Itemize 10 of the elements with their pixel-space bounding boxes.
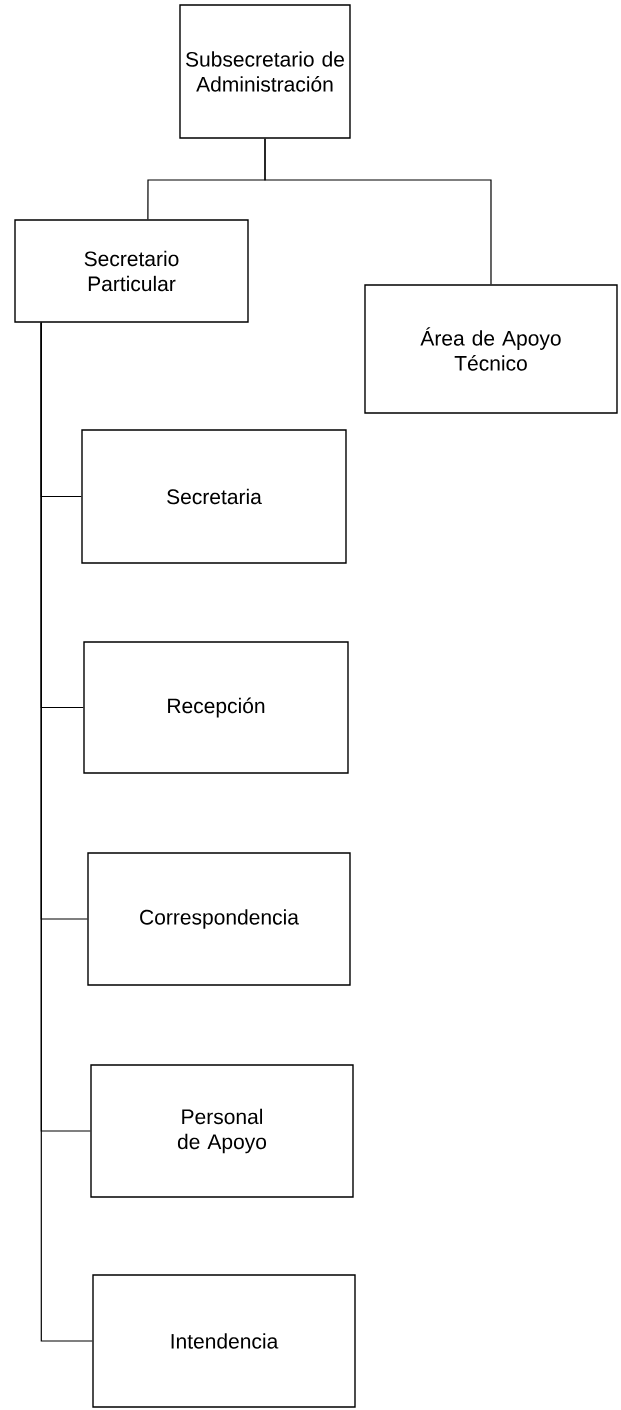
org-box: Área de Apoyo Técnico: [364, 284, 618, 414]
org-box: Recepción: [83, 641, 349, 774]
org-box: Intendencia: [92, 1274, 356, 1408]
org-box: Correspondencia: [87, 852, 351, 986]
org-box: Subsecretario de Administración: [179, 4, 351, 139]
connector-line: [40, 322, 93, 1342]
org-box: Secretaria: [81, 429, 347, 564]
org-box: Personal de Apoyo: [90, 1064, 354, 1198]
connector-line: [264, 138, 492, 285]
org-box: Secretario Particular: [14, 219, 249, 323]
